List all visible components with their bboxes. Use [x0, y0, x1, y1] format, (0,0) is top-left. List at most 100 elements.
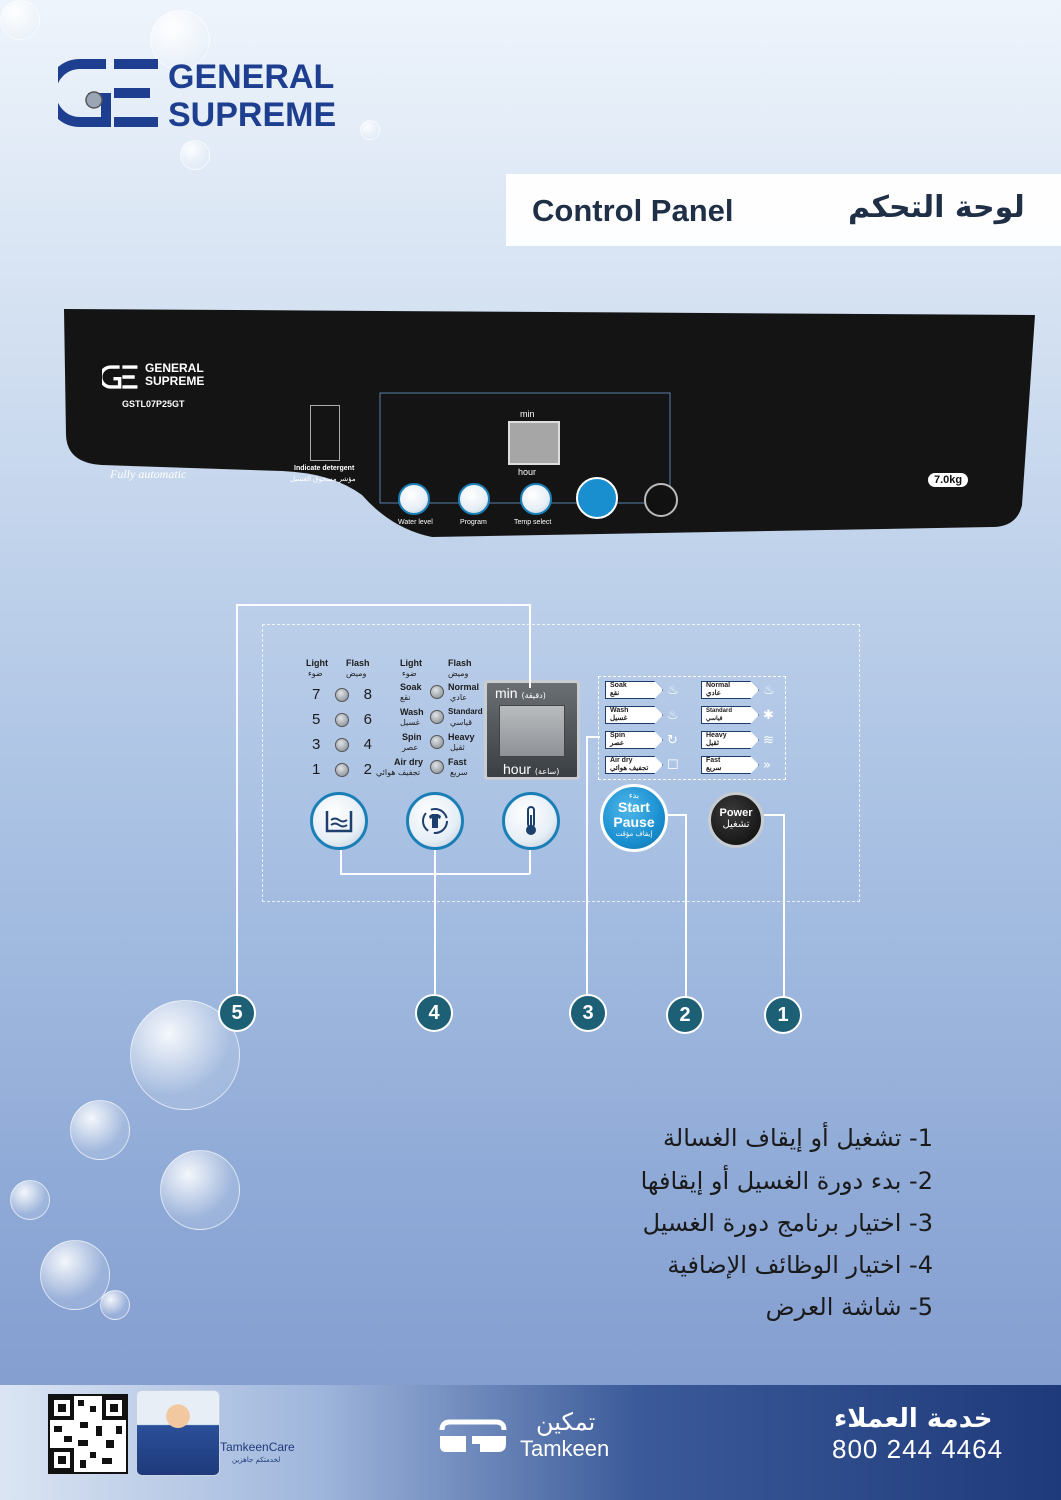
power-button[interactable]: Power تشغيل: [708, 792, 764, 848]
display-hour-label: hour: [503, 761, 532, 777]
program-tag-label: Wash: [610, 707, 629, 714]
panel-power-button[interactable]: [644, 483, 678, 517]
program-tag-label-ar: عادي: [706, 690, 721, 697]
water-level-button[interactable]: [310, 792, 368, 850]
power-label-ar: تشغيل: [722, 819, 750, 830]
level-number: 4: [363, 736, 372, 753]
pause-label-ar: إيقاف مؤقت: [615, 830, 653, 838]
qr-code-icon: [50, 1396, 126, 1472]
leader-line: [586, 736, 600, 738]
leader-line: [434, 850, 436, 996]
level-row: 1 2: [312, 757, 372, 782]
function-label: Standard: [448, 707, 483, 716]
function-label-ar: نقع: [400, 693, 411, 702]
program-tag-label: Normal: [706, 682, 731, 689]
program-button[interactable]: [406, 792, 464, 850]
level-number: 1: [312, 761, 321, 778]
panel-program-button[interactable]: [458, 483, 490, 515]
start-label-ar: بدء: [628, 791, 640, 800]
leader-line: [764, 814, 784, 816]
program-tag-label-ar: غسيل: [610, 715, 628, 722]
level-led: [335, 712, 349, 727]
start-pause-button[interactable]: بدء Start Pause إيقاف مؤقت: [600, 784, 668, 852]
tamkeen-english: Tamkeen: [520, 1436, 610, 1461]
panel-fully-automatic: Fully automatic: [110, 467, 187, 481]
fast-icon: »: [763, 758, 771, 773]
temperature-button[interactable]: [502, 792, 560, 850]
bubble: [10, 1180, 50, 1220]
customer-service-phone[interactable]: 800 244 4464: [832, 1434, 1004, 1464]
level-number: 8: [363, 686, 372, 703]
bubble: [70, 1100, 130, 1160]
indicate-detergent-label-ar: مؤشر مسحوق الغسيل: [290, 476, 356, 483]
flash-label-ar: وميض: [448, 669, 469, 678]
function-led: [430, 685, 444, 699]
customer-service-label: خدمة العملاء: [834, 1404, 993, 1434]
level-led: [335, 737, 349, 752]
panel-start-button[interactable]: [576, 477, 618, 519]
spin-icon: ↻: [667, 733, 678, 748]
level-number: 6: [363, 711, 372, 728]
heavy-icon: ≋: [763, 733, 774, 748]
light-label-ar: ضوء: [402, 669, 417, 678]
program-tag-label-ar: قياسي: [706, 716, 723, 722]
leader-line: [783, 814, 785, 996]
program-icon: [422, 808, 448, 834]
tamkeen-care-label: TamkeenCare: [220, 1440, 295, 1454]
flash-label: Flash: [346, 658, 370, 668]
legend-item-1: 1- تشغيل أو إيقاف الغسالة: [663, 1124, 933, 1152]
callout-4: 4: [415, 994, 453, 1032]
level-number: 3: [312, 736, 321, 753]
panel-temp-button[interactable]: [520, 483, 552, 515]
bubble: [40, 1240, 110, 1310]
leader-line: [668, 814, 686, 816]
display-hour-label-ar: (ساعة): [534, 767, 560, 776]
function-led: [430, 735, 444, 749]
legend-item-2: 2- بدء دورة الغسيل أو إيقافها: [640, 1167, 933, 1195]
level-number: 5: [312, 711, 321, 728]
panel-temp-label: Temp select: [514, 519, 552, 526]
callout-1: 1: [764, 996, 802, 1034]
level-number: 2: [363, 761, 372, 778]
leader-line: [340, 850, 342, 874]
function-label: Soak: [400, 682, 422, 692]
program-tag-label-ar: نقع: [610, 690, 620, 697]
panel-water-level-button[interactable]: [398, 483, 430, 515]
function-label-ar: قياسي: [450, 718, 473, 727]
level-row: 7 8: [312, 682, 372, 707]
function-label-ar: عادي: [450, 693, 468, 702]
bubble: [360, 120, 380, 140]
tamkeen-care-tagline: لخدمتكم جاهزين: [232, 1456, 281, 1464]
function-label: Air dry: [394, 757, 424, 767]
bubble: [180, 140, 210, 170]
leader-line: [529, 604, 531, 688]
tshirt-icon: ♨: [763, 683, 775, 698]
control-panel-strip: GENERAL SUPREME GSTL07P25GT Fully automa…: [62, 305, 1037, 537]
program-tag-label-ar: عصر: [610, 740, 625, 747]
level-led: [335, 687, 349, 702]
gear-icon: ✱: [763, 708, 774, 723]
bubble: [160, 1150, 240, 1230]
program-tag-label: Standard: [706, 708, 733, 714]
dry-icon: ☐: [667, 758, 679, 773]
program-tag-label-ar: تجفيف هوائي: [610, 765, 649, 772]
indicate-detergent-label: Indicate detergent: [294, 465, 355, 472]
callout-2: 2: [666, 996, 704, 1034]
panel-brand-line1: GENERAL: [145, 361, 204, 375]
program-tag-label: Spin: [610, 732, 626, 739]
function-label: Heavy: [448, 732, 475, 742]
qr-code: [48, 1394, 128, 1474]
brand-line2: SUPREME: [168, 96, 337, 134]
panel-display: [508, 421, 560, 465]
function-row: Spin عصر Heavy ثقيل: [394, 730, 484, 755]
function-label: Spin: [402, 732, 422, 742]
leader-line: [586, 736, 588, 996]
tamkeen-arabic: تمكين: [536, 1408, 596, 1436]
bubble: [100, 1290, 130, 1320]
